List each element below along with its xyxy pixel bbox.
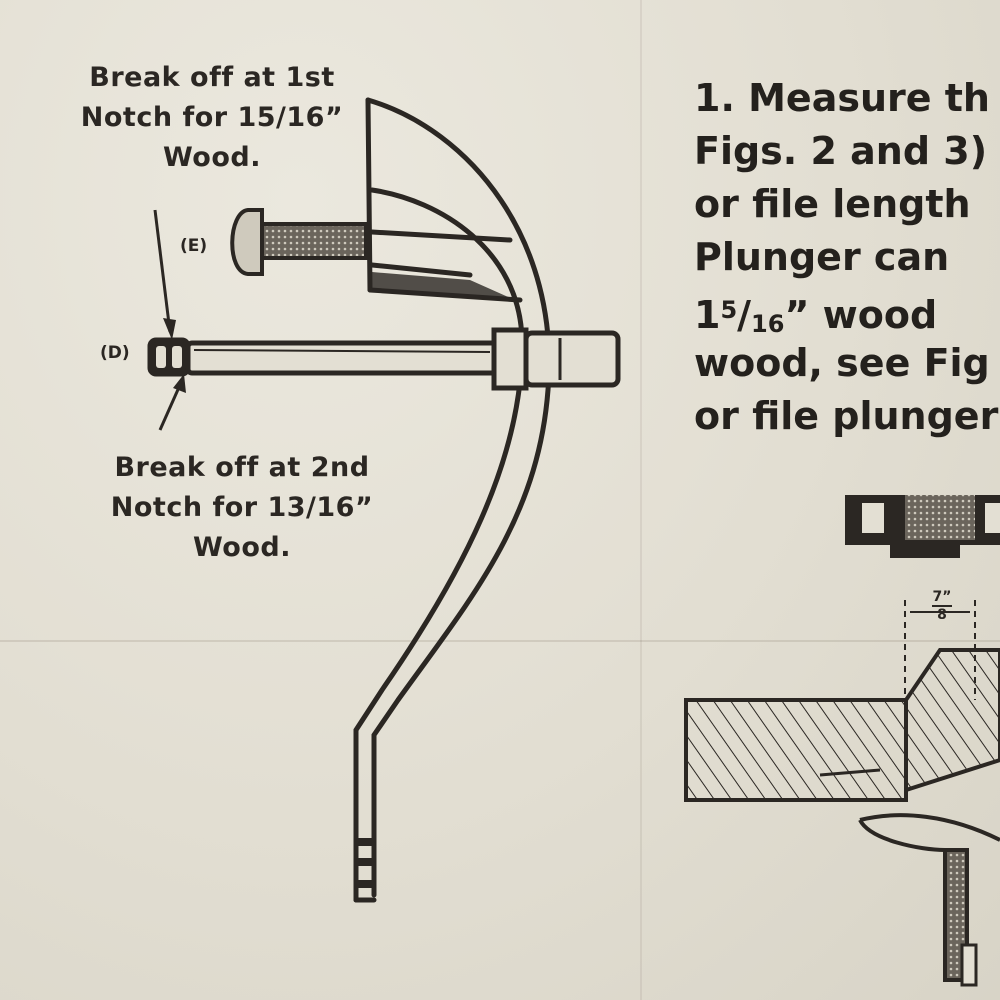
caption-line: Break off at 1st: [89, 62, 335, 93]
pointer-arrow-bottom: [158, 374, 186, 431]
instruction-line-5-rest: ” wood: [784, 293, 938, 337]
instructions-text: 1. Measure th Figs. 2 and 3) or file len…: [694, 72, 1000, 443]
instruction-line-5: 15/16” wood: [694, 293, 938, 338]
instruction-line-2: Figs. 2 and 3): [694, 129, 988, 173]
caption-break-second-notch: Break off at 2nd Notch for 13/16” Wood.: [82, 448, 402, 568]
cross-section-figure: [684, 495, 1000, 987]
fraction-denominator: 16: [751, 310, 785, 338]
caption-line: Notch for 15/16”: [80, 102, 344, 133]
dimension-fraction-bar: [932, 605, 952, 607]
dimension-numerator: 7”: [932, 589, 952, 605]
label-d: (D): [100, 343, 130, 363]
plunger-d: [147, 327, 621, 391]
label-e: (E): [180, 236, 208, 256]
paper-fold-vertical: [640, 0, 642, 1000]
caption-line: Break off at 2nd: [114, 452, 370, 483]
screw-e: [230, 208, 368, 276]
caption-break-first-notch: Break off at 1st Notch for 15/16” Wood.: [62, 58, 362, 178]
instruction-line-6: wood, see Fig: [694, 341, 990, 385]
caption-line: Wood.: [162, 142, 261, 173]
instruction-line-7: or file plunger: [694, 394, 999, 438]
caption-line: Wood.: [192, 532, 291, 563]
caption-line: Notch for 13/16”: [110, 492, 374, 523]
bracket-notches: [358, 838, 372, 888]
pointer-arrow-top: [153, 209, 176, 340]
instruction-line-3: or file length: [694, 182, 971, 226]
fraction-numerator: 5: [720, 296, 738, 324]
fraction-whole: 1: [694, 293, 721, 337]
mount-shading: [372, 272, 515, 300]
dimension-label: 7” 8: [928, 590, 956, 622]
instruction-line-4: Plunger can: [694, 235, 950, 279]
instruction-line-1: 1. Measure th: [694, 76, 990, 120]
paper-fold-horizontal: [0, 640, 1000, 642]
dimension-denominator: 8: [937, 607, 947, 623]
